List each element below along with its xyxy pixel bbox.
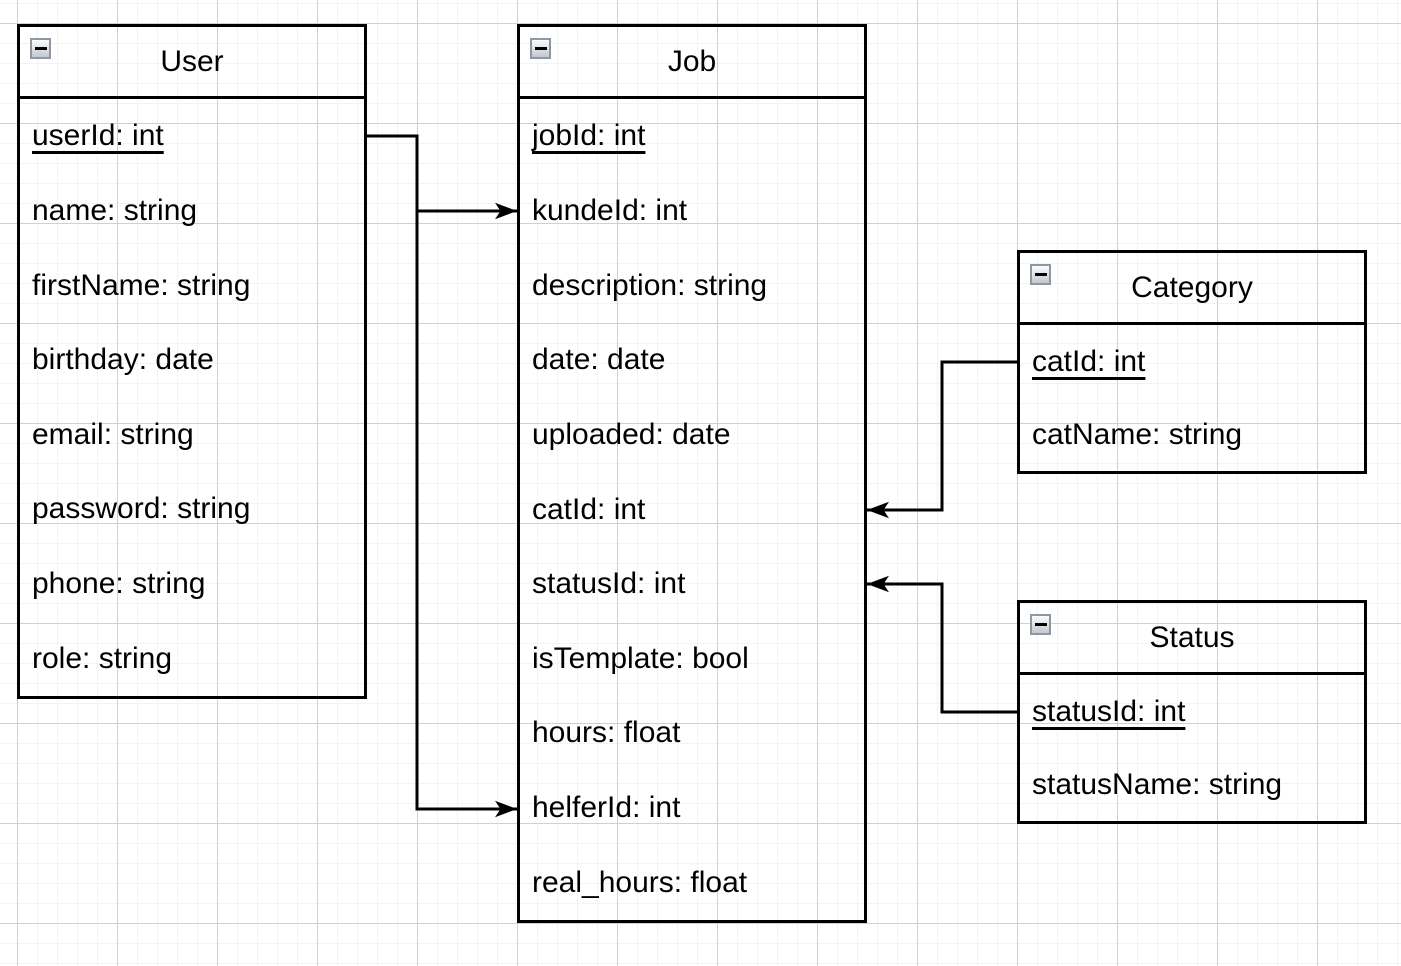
field-row-password[interactable]: password: string — [20, 472, 364, 547]
entity-status[interactable]: Status statusId: int statusName: string — [1017, 600, 1367, 824]
entity-status-header[interactable]: Status — [1020, 603, 1364, 675]
field-label: uploaded: date — [532, 417, 731, 451]
field-row-description[interactable]: description: string — [520, 248, 864, 323]
field-label: hours: float — [532, 716, 681, 750]
field-label: firstName: string — [32, 268, 251, 302]
entity-title: Job — [667, 44, 717, 78]
field-label: phone: string — [32, 567, 206, 601]
field-label: name: string — [32, 193, 198, 227]
field-row-uploaded[interactable]: uploaded: date — [520, 398, 864, 473]
entity-job-header[interactable]: Job — [520, 27, 864, 99]
entity-title: Category — [1131, 270, 1253, 304]
field-row-birthday[interactable]: birthday: date — [20, 323, 364, 398]
field-row-firstName[interactable]: firstName: string — [20, 248, 364, 323]
field-row-catName[interactable]: catName: string — [1020, 398, 1364, 471]
collapse-button[interactable] — [530, 38, 551, 59]
field-label: kundeId: int — [532, 193, 688, 227]
field-label: role: string — [32, 641, 173, 675]
field-row-userId[interactable]: userId: int — [20, 99, 364, 174]
field-label: email: string — [32, 417, 194, 451]
field-row-statusId[interactable]: statusId: int — [1020, 675, 1364, 748]
field-label: statusId: int — [532, 567, 686, 601]
connector-status-job-statusid[interactable] — [867, 575, 1017, 714]
minus-icon — [34, 47, 47, 50]
entity-title: User — [160, 44, 224, 78]
collapse-button[interactable] — [1030, 614, 1051, 635]
field-row-name[interactable]: name: string — [20, 174, 364, 249]
entity-user[interactable]: User userId: int name: string firstName: s… — [17, 24, 367, 699]
field-label: userId: int — [32, 119, 164, 153]
field-row-statusId[interactable]: statusId: int — [520, 547, 864, 622]
field-row-catId[interactable]: catId: int — [520, 472, 864, 547]
field-label: birthday: date — [32, 343, 214, 377]
entity-title: Status — [1149, 620, 1235, 654]
field-row-role[interactable]: role: string — [20, 621, 364, 696]
field-row-real_hours[interactable]: real_hours: float — [520, 845, 864, 920]
minus-icon — [534, 47, 547, 50]
field-row-kundeId[interactable]: kundeId: int — [520, 174, 864, 249]
minus-icon — [1034, 273, 1047, 276]
field-row-helferId[interactable]: helferId: int — [520, 771, 864, 846]
entity-user-fields: userId: int name: string firstName: string… — [20, 99, 364, 696]
minus-icon — [1034, 623, 1047, 626]
connector-user-job-kundeid[interactable] — [367, 134, 517, 220]
field-row-statusName[interactable]: statusName: string — [1020, 748, 1364, 821]
field-label: helferId: int — [532, 791, 681, 825]
field-label: statusName: string — [1032, 767, 1283, 801]
field-row-catId[interactable]: catId: int — [1020, 325, 1364, 398]
field-label: jobId: int — [532, 119, 646, 153]
field-row-isTemplate[interactable]: isTemplate: bool — [520, 621, 864, 696]
connector-category-job-catid[interactable] — [867, 360, 1017, 519]
field-row-jobId[interactable]: jobId: int — [520, 99, 864, 174]
entity-category-header[interactable]: Category — [1020, 253, 1364, 325]
field-label: isTemplate: bool — [532, 641, 749, 675]
entity-category-fields: catId: int catName: string — [1020, 325, 1364, 471]
field-row-email[interactable]: email: string — [20, 398, 364, 473]
field-label: date: date — [532, 343, 666, 377]
entity-status-fields: statusId: int statusName: string — [1020, 675, 1364, 821]
entity-user-header[interactable]: User — [20, 27, 364, 99]
connector-user-job-helferid[interactable] — [367, 134, 517, 818]
field-row-date[interactable]: date: date — [520, 323, 864, 398]
field-label: description: string — [532, 268, 768, 302]
entity-job[interactable]: Job jobId: int kundeId: int description: s… — [517, 24, 867, 923]
field-label: statusId: int — [1032, 694, 1186, 728]
entity-category[interactable]: Category catId: int catName: string — [1017, 250, 1367, 474]
field-label: password: string — [32, 492, 251, 526]
field-label: catId: int — [532, 492, 646, 526]
field-row-phone[interactable]: phone: string — [20, 547, 364, 622]
field-label: real_hours: float — [532, 865, 748, 899]
entity-job-fields: jobId: int kundeId: int description: strin… — [520, 99, 864, 920]
field-row-hours[interactable]: hours: float — [520, 696, 864, 771]
field-label: catName: string — [1032, 417, 1243, 451]
collapse-button[interactable] — [30, 38, 51, 59]
field-label: catId: int — [1032, 344, 1146, 378]
collapse-button[interactable] — [1030, 264, 1051, 285]
